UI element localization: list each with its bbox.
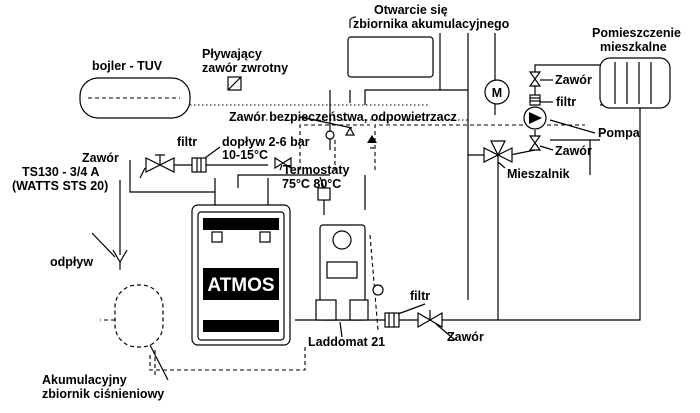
- label-expansion-open-1: Otwarcie się: [374, 3, 448, 17]
- valve-ts130: [145, 154, 175, 173]
- pressure-accumulator: [114, 284, 164, 348]
- label-filter-top-left: filtr: [177, 135, 197, 149]
- pump-symbol: [523, 106, 547, 130]
- label-valve-left-1: Zawór: [82, 151, 119, 165]
- svg-text:M: M: [492, 86, 502, 100]
- label-accumulator-1: Akumulacyjny: [42, 373, 127, 387]
- label-valve-left-2: TS130 - 3/4 A: [22, 165, 99, 179]
- label-drain: odpływ: [50, 255, 93, 269]
- label-inflow-2: 10-15°C: [222, 148, 268, 162]
- label-check-valve-1: Pływający: [202, 47, 262, 61]
- label-inflow-1: dopływ 2-6 bar: [222, 135, 310, 149]
- label-thermostats-2: 75°C 80°C: [282, 177, 341, 191]
- filter-top-left: [191, 157, 207, 173]
- label-check-valve-2: zawór zwrotny: [202, 61, 288, 75]
- label-thermostats-1: Termostaty: [283, 163, 350, 177]
- filter-bottom: [384, 312, 400, 328]
- safety-valve: [325, 126, 377, 149]
- labels: Otwarcie się zbiornika akumulacyjnego Po…: [12, 3, 681, 401]
- label-pump: Pompa: [598, 126, 641, 140]
- valve-top-right: [528, 71, 542, 87]
- pipes-dashed: [100, 104, 585, 375]
- label-room-2: mieszkalne: [600, 40, 667, 54]
- label-filter-bottom: filtr: [410, 289, 430, 303]
- radiator: [599, 57, 671, 109]
- label-valve-bottom: Zawór: [447, 330, 484, 344]
- check-valve: [227, 76, 242, 91]
- valve-mid-right: [528, 135, 542, 151]
- filter-top-right: [529, 94, 541, 106]
- label-valve-left-3: (WATTS STS 20): [12, 179, 108, 193]
- inflow-valve: [274, 156, 292, 170]
- label-filter-top-right: filtr: [556, 95, 576, 109]
- atmos-boiler: ATMOS: [191, 204, 291, 346]
- motor-symbol: M: [484, 79, 510, 105]
- boiler-brand: ATMOS: [207, 275, 274, 296]
- boiler-tuv: [79, 77, 191, 119]
- thermostats: [317, 187, 331, 215]
- drain-symbol: [112, 249, 128, 270]
- label-expansion-open-2: zbiornika akumulacyjnego: [353, 17, 510, 31]
- label-boiler-tuv: bojler - TUV: [92, 59, 163, 73]
- laddomat: [315, 224, 384, 331]
- label-laddomat: Laddomat 21: [308, 335, 385, 349]
- label-mixer: Mieszalnik: [507, 167, 570, 181]
- label-accumulator-2: zbiornik ciśnieniowy: [42, 387, 164, 401]
- leader-lines: [91, 79, 596, 381]
- label-room-1: Pomieszczenie: [592, 26, 681, 40]
- mixer-valve: [483, 140, 513, 163]
- label-valve-top-right: Zawór: [555, 73, 592, 87]
- label-valve-mid-right: Zawór: [555, 144, 592, 158]
- expansion-tank: [347, 16, 434, 78]
- label-safety-valve: Zawór bezpieczeństwa, odpowietrzacz: [229, 110, 457, 124]
- valve-bottom: [417, 310, 443, 329]
